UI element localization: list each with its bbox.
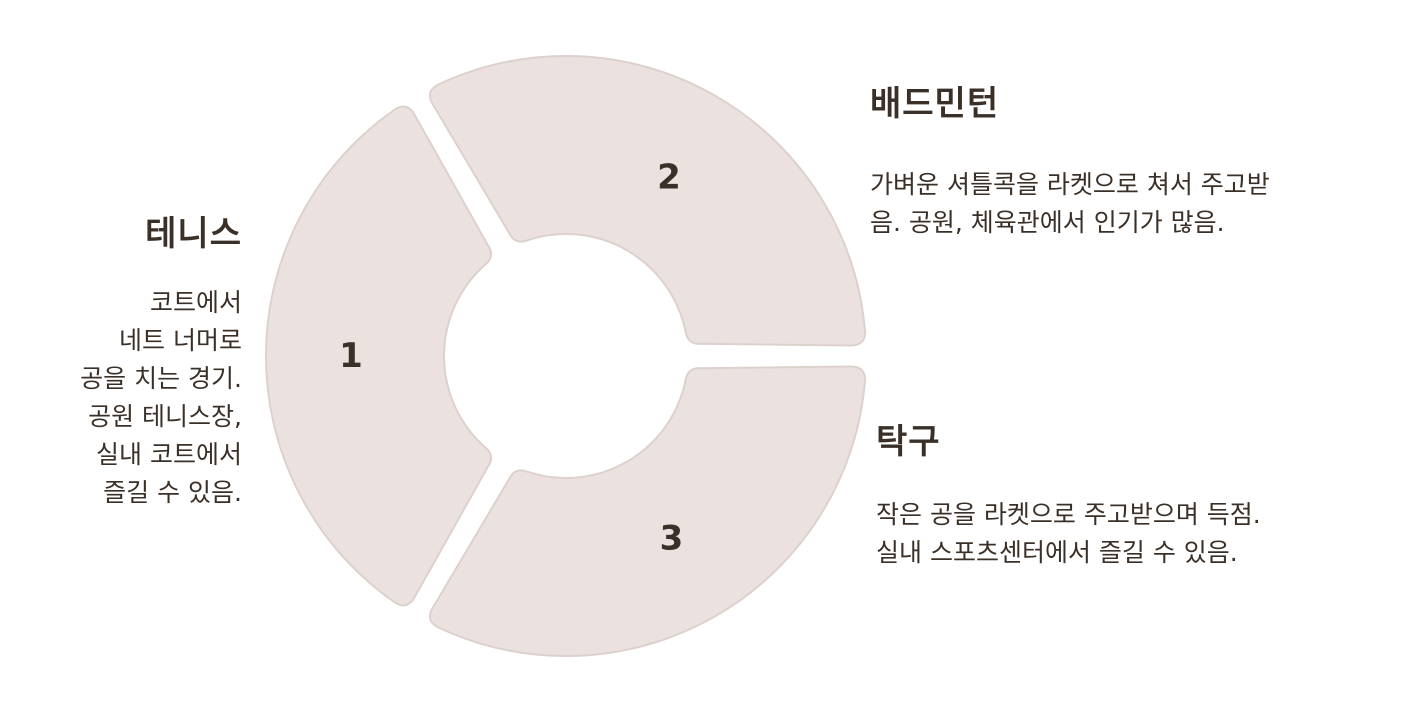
table-tennis-block: 탁구 작은 공을 라켓으로 주고받으며 득점. 실내 스포츠센터에서 즐길 수 … (876, 422, 1261, 572)
segment-3[interactable] (428, 365, 866, 657)
segment-2-number: 2 (657, 158, 681, 198)
tennis-description: 코트에서 네트 너머로 공을 치는 경기. 공원 테니스장, 실내 코트에서 즐… (80, 288, 242, 507)
tennis-title: 테니스 (145, 214, 242, 254)
segment-2[interactable] (428, 55, 866, 347)
table-tennis-description: 작은 공을 라켓으로 주고받으며 득점. 실내 스포츠센터에서 즐길 수 있음. (876, 500, 1261, 567)
badminton-block: 배드민턴 가벼운 셔틀콕을 라켓으로 쳐서 주고받 음. 공원, 체육관에서 인… (870, 84, 1270, 242)
segment-3-number: 3 (660, 519, 684, 559)
segment-1[interactable] (265, 105, 493, 607)
segment-1-number: 1 (339, 336, 363, 376)
badminton-description: 가벼운 셔틀콕을 라켓으로 쳐서 주고받 음. 공원, 체육관에서 인기가 많음… (870, 170, 1270, 237)
badminton-title: 배드민턴 (870, 84, 1000, 124)
tennis-block: 테니스 코트에서 네트 너머로 공을 치는 경기. 공원 테니스장, 실내 코트… (80, 214, 242, 512)
table-tennis-title: 탁구 (876, 422, 941, 462)
